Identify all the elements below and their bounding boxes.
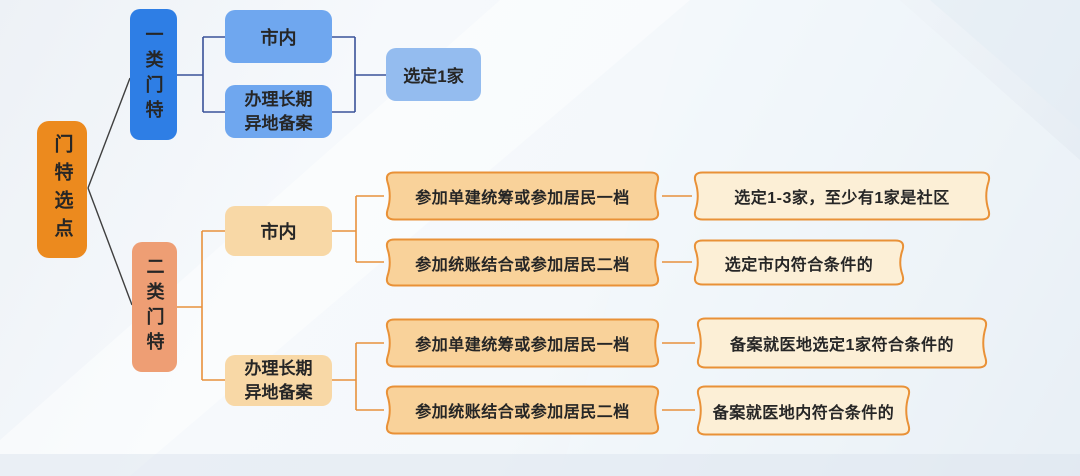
b2-city-condition-1-node: 参加单建统筹或参加居民一档: [383, 171, 662, 221]
root-connectors: [87, 77, 133, 306]
b1-city-node: 市内: [225, 10, 332, 63]
category-2-label: 二类门特: [144, 257, 165, 357]
b2-city-condition-2-node: 参加统账结合或参加居民二档: [383, 238, 662, 287]
b2-city-result-1-node: 选定1-3家，至少有1家是社区: [691, 171, 993, 221]
root-label: 门特选点: [51, 133, 73, 246]
b1-result-node: 选定1家: [386, 48, 481, 101]
category-1-label: 一类门特: [143, 24, 164, 125]
b2-remote-result-2-node: 备案就医地内符合条件的: [694, 385, 913, 436]
root-node: 门特选点: [37, 121, 87, 258]
category-2-node: 二类门特: [132, 242, 177, 372]
b2-remote-condition-1-node: 参加单建统筹或参加居民一档: [383, 318, 662, 368]
blue-connectors: [177, 36, 386, 113]
b2-city-node: 市内: [225, 206, 332, 256]
b2-remote-condition-2-node: 参加统账结合或参加居民二档: [383, 385, 662, 435]
b2-remote-filing-node: 办理长期 异地备案: [225, 355, 332, 406]
b2-city-result-2-node: 选定市内符合条件的: [691, 239, 907, 286]
b2-remote-result-1-node: 备案就医地选定1家符合条件的: [694, 317, 990, 369]
orange-connectors: [177, 195, 695, 411]
category-1-node: 一类门特: [130, 9, 177, 140]
b1-remote-filing-node: 办理长期 异地备案: [225, 85, 332, 138]
